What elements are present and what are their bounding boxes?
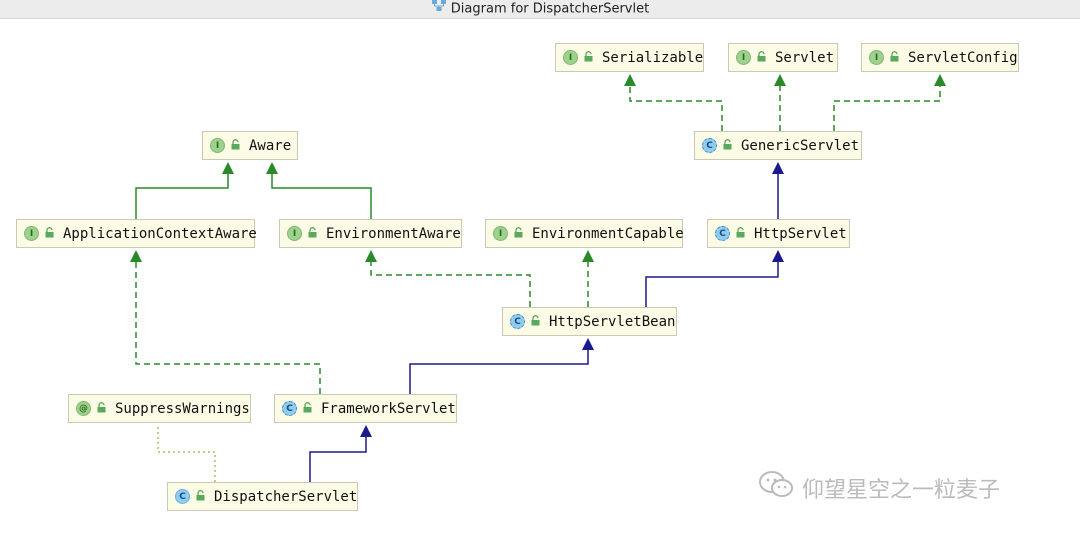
node-label: Aware	[249, 137, 292, 154]
node-label: DispatcherServlet	[214, 488, 358, 505]
interface-icon: I	[563, 50, 578, 65]
watermark: 仰望星空之一粒麦子	[758, 471, 1000, 505]
node-label: EnvironmentCapable	[532, 225, 684, 242]
edge-dispatcher-servlet-to-suppress-warnings	[157, 425, 216, 482]
node-label: Servlet	[775, 49, 835, 66]
node-serializable[interactable]: I Serializable	[555, 43, 704, 72]
node-label: GenericServlet	[741, 137, 860, 154]
arrowhead-http-servlet-bean-to-http-servlet	[772, 250, 784, 262]
lock-icon	[757, 50, 766, 66]
watermark-text: 仰望星空之一粒麦子	[802, 478, 1001, 503]
node-label: SuppressWarnings	[115, 400, 250, 417]
node-label: ServletConfig	[908, 49, 1018, 66]
title-wrap: Diagram for DispatcherServlet	[0, 0, 1080, 18]
lock-icon	[531, 314, 540, 330]
interface-icon: I	[287, 226, 302, 241]
edge-http-servlet-bean-to-http-servlet	[645, 260, 779, 307]
arrowhead-environment-aware-to-aware	[266, 162, 278, 174]
arrowhead-http-servlet-bean-to-environment-aware	[365, 250, 377, 262]
node-application-context-aware[interactable]: I ApplicationContextAware	[16, 219, 257, 248]
interface-icon: I	[210, 138, 225, 153]
class-icon: C	[175, 489, 190, 504]
node-label: FrameworkServlet	[321, 400, 456, 417]
lock-icon	[97, 401, 106, 417]
arrowhead-framework-servlet-to-application-context-aware	[130, 250, 142, 262]
interface-icon: I	[869, 50, 884, 65]
abstract-class-icon: C	[702, 138, 717, 153]
node-label: HttpServletBean	[549, 313, 676, 330]
node-label: Serializable	[602, 49, 704, 66]
lock-icon	[723, 138, 732, 154]
node-http-servlet-bean[interactable]: C HttpServletBean	[502, 307, 677, 336]
lock-icon	[308, 226, 317, 242]
arrowhead-application-context-aware-to-aware	[222, 162, 234, 174]
lock-icon	[890, 50, 899, 66]
arrowhead-generic-servlet-to-serializable	[624, 74, 636, 86]
edge-generic-servlet-to-servlet-config	[833, 84, 941, 131]
lock-icon	[584, 50, 593, 66]
node-http-servlet[interactable]: C HttpServlet	[707, 219, 850, 248]
node-label: EnvironmentAware	[326, 225, 461, 242]
abstract-class-icon: C	[715, 226, 730, 241]
diagram-icon	[431, 0, 447, 17]
window-title: Diagram for DispatcherServlet	[450, 1, 650, 17]
node-label: ApplicationContextAware	[63, 225, 257, 242]
edge-http-servlet-bean-to-environment-aware	[370, 260, 531, 307]
node-label: HttpServlet	[754, 225, 847, 242]
wechat-icon	[758, 470, 802, 506]
lock-icon	[303, 401, 312, 417]
interface-icon: I	[24, 226, 39, 241]
node-aware[interactable]: I Aware	[202, 131, 298, 160]
edge-environment-aware-to-aware	[271, 172, 372, 219]
arrowhead-dispatcher-servlet-to-framework-servlet	[360, 425, 372, 437]
lock-icon	[231, 138, 240, 154]
arrowhead-generic-servlet-to-servlet	[774, 74, 786, 86]
lock-icon	[45, 226, 54, 242]
arrowhead-http-servlet-to-generic-servlet	[772, 162, 784, 174]
arrowhead-framework-servlet-to-http-servlet-bean	[582, 338, 594, 350]
abstract-class-icon: C	[282, 401, 297, 416]
edge-dispatcher-servlet-to-framework-servlet	[309, 435, 367, 482]
window-titlebar: Diagram for DispatcherServlet	[0, 0, 1080, 19]
node-generic-servlet[interactable]: C GenericServlet	[694, 131, 862, 160]
interface-icon: I	[493, 226, 508, 241]
edge-generic-servlet-to-serializable	[629, 84, 723, 131]
arrowhead-http-servlet-bean-to-environment-capable	[582, 250, 594, 262]
abstract-class-icon: C	[510, 314, 525, 329]
node-servlet[interactable]: I Servlet	[728, 43, 838, 72]
edge-framework-servlet-to-application-context-aware	[135, 260, 321, 394]
node-suppress-warnings[interactable]: @ SuppressWarnings	[68, 394, 251, 423]
node-framework-servlet[interactable]: C FrameworkServlet	[274, 394, 457, 423]
node-dispatcher-servlet[interactable]: C DispatcherServlet	[167, 482, 358, 511]
edge-framework-servlet-to-http-servlet-bean	[409, 348, 589, 394]
lock-icon	[736, 226, 745, 242]
node-servlet-config[interactable]: I ServletConfig	[861, 43, 1019, 72]
node-environment-aware[interactable]: I EnvironmentAware	[279, 219, 462, 248]
lock-icon	[196, 489, 205, 505]
lock-icon	[514, 226, 523, 242]
edge-application-context-aware-to-aware	[135, 172, 229, 219]
arrowhead-generic-servlet-to-servlet-config	[934, 74, 946, 86]
annotation-icon: @	[76, 401, 91, 416]
node-environment-capable[interactable]: I EnvironmentCapable	[485, 219, 684, 248]
interface-icon: I	[736, 50, 751, 65]
